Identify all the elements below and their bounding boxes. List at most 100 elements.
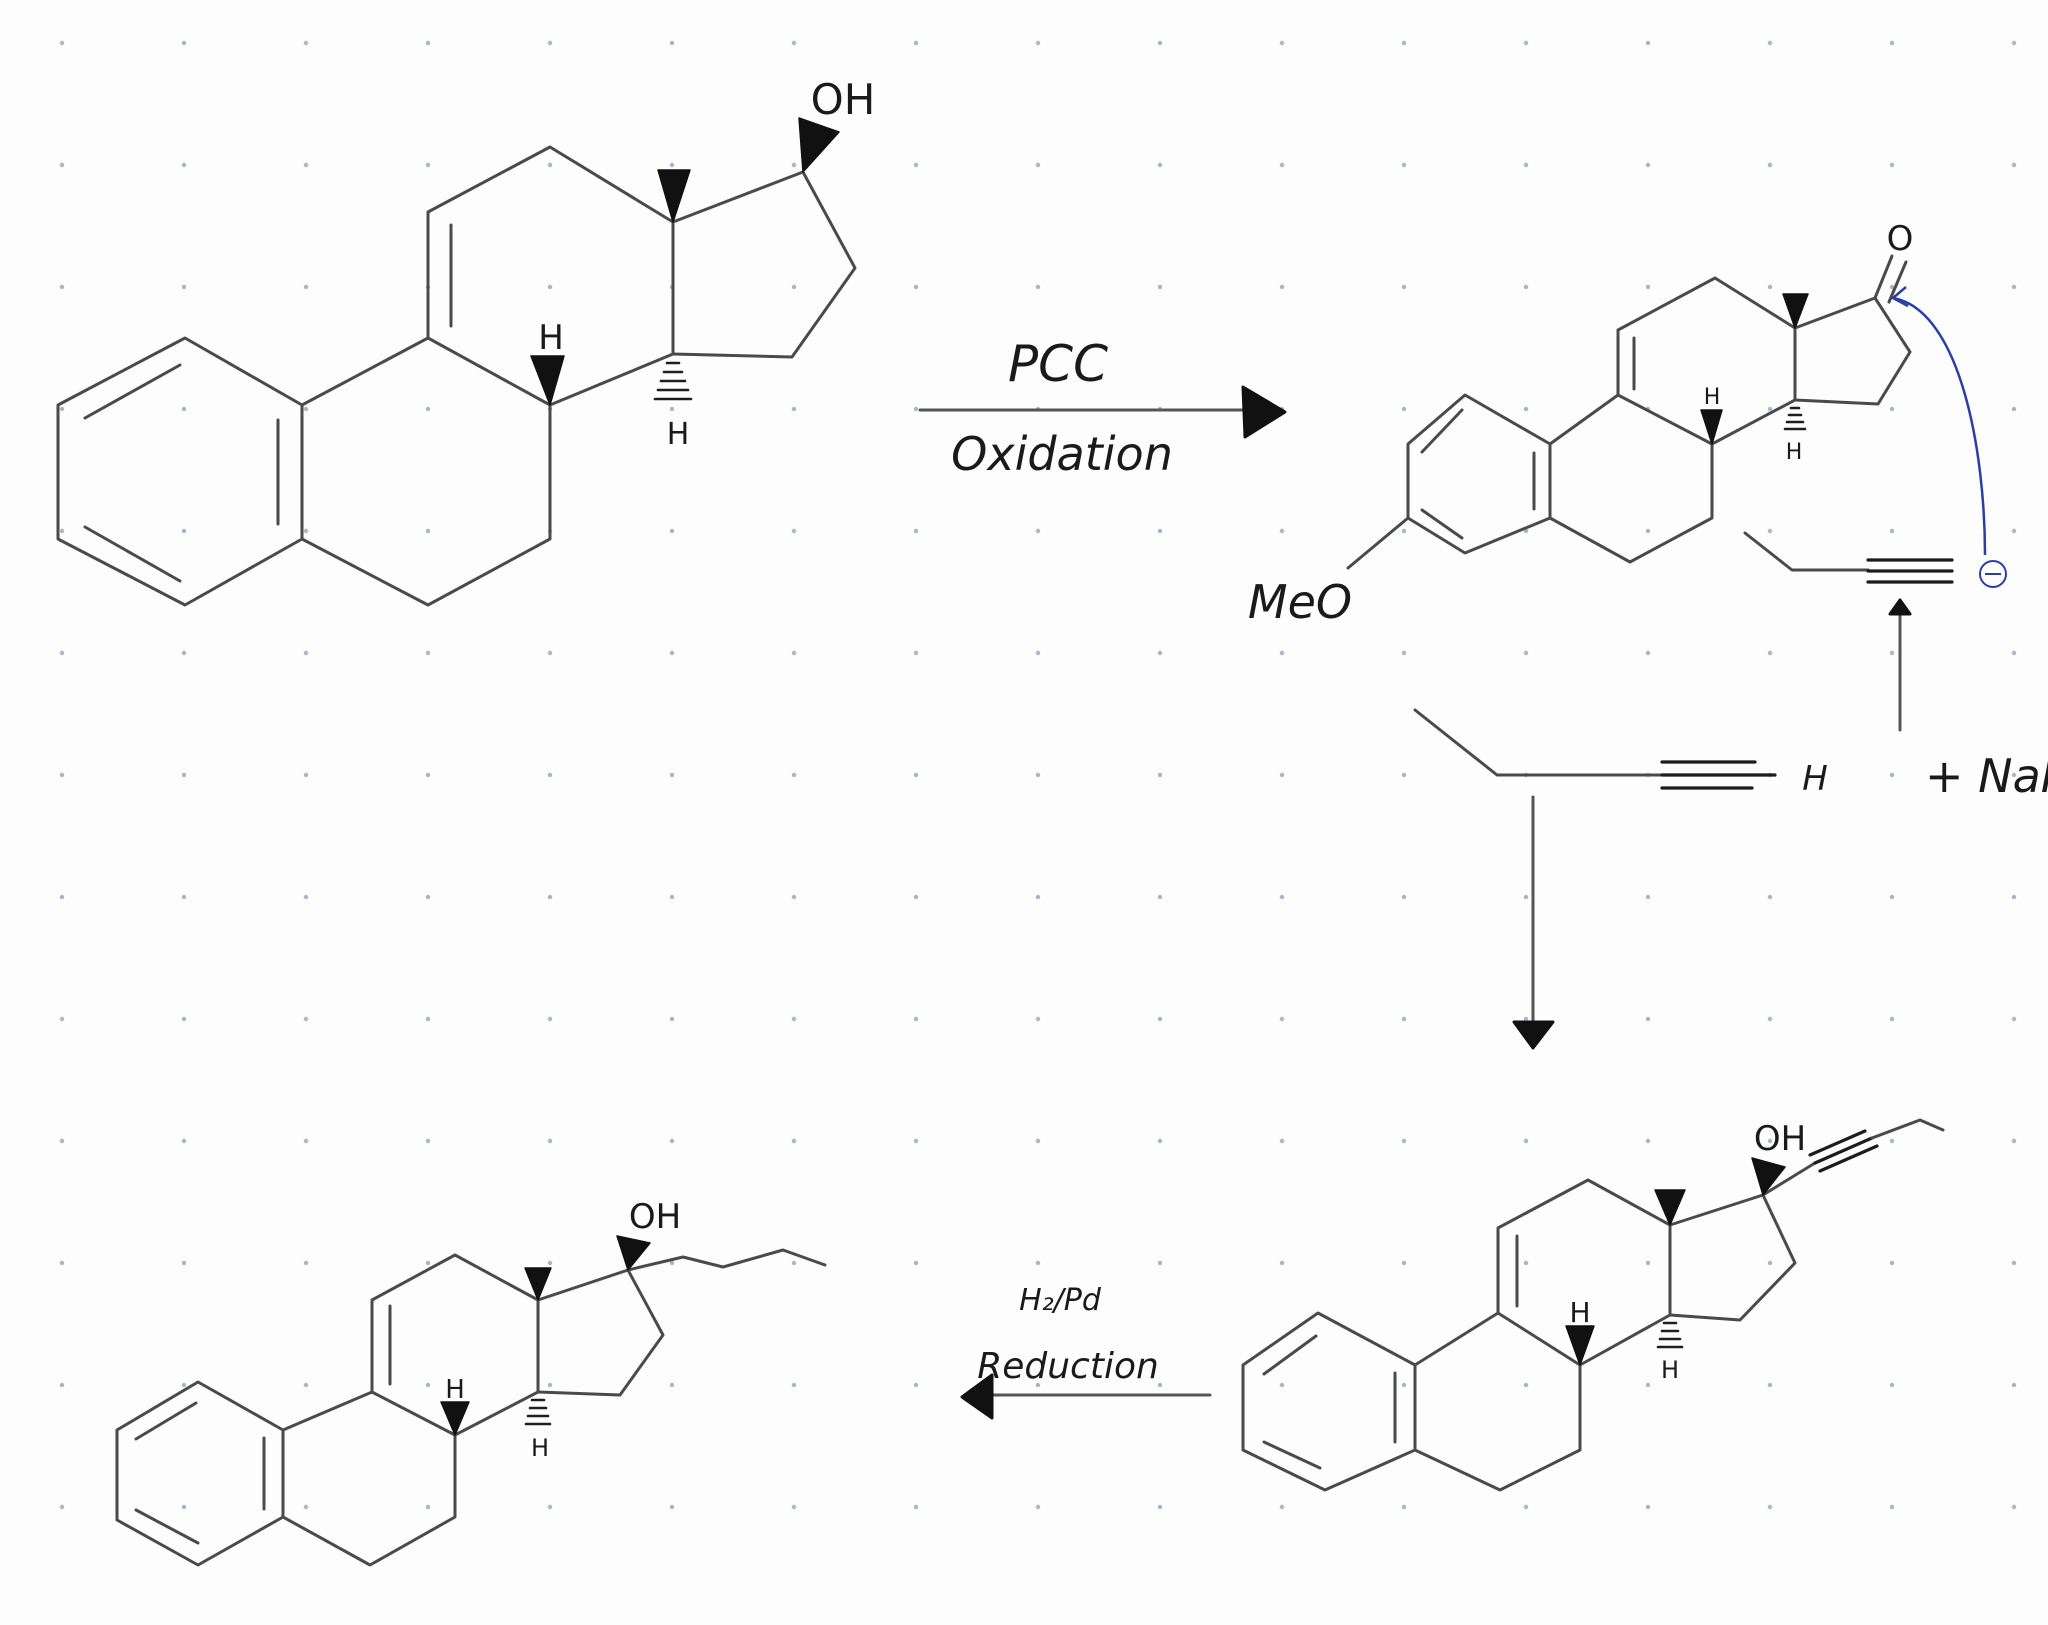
grid-dot <box>1889 1138 1895 1144</box>
grid-dot <box>425 894 431 900</box>
hash-h14 <box>653 361 693 401</box>
grid-dot <box>1401 528 1407 534</box>
grid-dot <box>791 1382 797 1388</box>
grid-dot <box>1523 1382 1529 1388</box>
grid-dot <box>1523 650 1529 656</box>
grid-dot <box>1523 284 1529 290</box>
grid-dot <box>181 528 187 534</box>
grid-dot <box>181 1504 187 1510</box>
h-label: H <box>1704 385 1721 410</box>
grid-dot <box>547 284 553 290</box>
grid-dot <box>1157 40 1163 46</box>
grid-dot <box>913 772 919 778</box>
grid-dot <box>303 406 309 412</box>
grid-dot <box>1401 162 1407 168</box>
grid-dot <box>1889 528 1895 534</box>
grid-dot <box>425 528 431 534</box>
grid-dot <box>913 40 919 46</box>
grid-dot <box>1035 772 1041 778</box>
grid-dot <box>59 1260 65 1266</box>
grid-dot <box>425 406 431 412</box>
grid-dot <box>59 1382 65 1388</box>
grid-dot <box>1767 1016 1773 1022</box>
grid-dot <box>181 1382 187 1388</box>
grid-dot <box>59 1138 65 1144</box>
grid-dot <box>1157 1016 1163 1022</box>
h-label: H <box>1802 759 1828 799</box>
grid-dot <box>1279 772 1285 778</box>
grid-dot <box>913 650 919 656</box>
grid-dot <box>425 772 431 778</box>
grid-dot <box>547 1382 553 1388</box>
grid-dot <box>2011 1138 2017 1144</box>
acetylide-anion <box>1743 531 1954 584</box>
h-label: H <box>445 1375 465 1405</box>
grid-dot <box>669 894 675 900</box>
grid-dot <box>59 406 65 412</box>
grid-dot <box>669 162 675 168</box>
grid-dot <box>303 284 309 290</box>
grid-dot <box>303 650 309 656</box>
grid-dot <box>59 40 65 46</box>
grid-dot <box>1767 650 1773 656</box>
grid-dot <box>791 284 797 290</box>
grid-dot <box>669 1138 675 1144</box>
grid-dot <box>181 650 187 656</box>
grid-dot <box>1279 1504 1285 1510</box>
grid-dot <box>425 1016 431 1022</box>
grid-dot <box>669 1260 675 1266</box>
grid-dot <box>913 894 919 900</box>
grid-dot <box>1889 1382 1895 1388</box>
grid-dot <box>1889 1016 1895 1022</box>
grid-dot <box>1645 284 1651 290</box>
grid-dot <box>425 162 431 168</box>
grid-dot <box>181 772 187 778</box>
grid-dot <box>1523 1016 1529 1022</box>
grid-dot <box>913 1260 919 1266</box>
o-label: O <box>1887 219 1914 259</box>
grid-dot <box>1279 40 1285 46</box>
grid-dot <box>1523 406 1529 412</box>
wedge-methyl <box>657 169 691 223</box>
grid-dot <box>1767 1138 1773 1144</box>
grid-dot <box>1889 894 1895 900</box>
grid-dot <box>1401 894 1407 900</box>
grid-dot <box>1645 528 1651 534</box>
grid-dot <box>547 40 553 46</box>
grid-dot <box>1035 1504 1041 1510</box>
grid-dot <box>1767 40 1773 46</box>
molecule-alkynyl-alcohol: H H OH <box>1241 1118 1945 1492</box>
grid-dot <box>1157 528 1163 534</box>
grid-dot <box>1157 162 1163 168</box>
grid-dot <box>59 162 65 168</box>
grid-dot <box>1523 1138 1529 1144</box>
arrow-oxidation <box>918 385 1287 439</box>
wedge-oh <box>616 1235 651 1271</box>
grid-dot <box>547 772 553 778</box>
grid-dot <box>425 1382 431 1388</box>
grid-dot <box>1279 528 1285 534</box>
grid-dot <box>1035 528 1041 534</box>
grid-dot <box>1889 40 1895 46</box>
grid-dot <box>1279 1016 1285 1022</box>
reagent-sodium-amide: + NaNH₂ <box>1925 749 2048 803</box>
grid-dot <box>1279 1138 1285 1144</box>
grid-dot <box>913 528 919 534</box>
grid-dot <box>59 650 65 656</box>
grid-dot <box>1523 1504 1529 1510</box>
grid-dot <box>59 772 65 778</box>
curved-arrow-nucleophilic-attack <box>1892 296 1987 556</box>
grid-dot <box>425 650 431 656</box>
grid-dot <box>1523 1260 1529 1266</box>
grid-dot <box>547 1260 553 1266</box>
grid-dot <box>669 1382 675 1388</box>
grid-dot <box>59 528 65 534</box>
grid-dot <box>1889 162 1895 168</box>
grid-dot <box>1645 162 1651 168</box>
grid-dot <box>1401 406 1407 412</box>
grid-dot <box>669 1504 675 1510</box>
grid-dot <box>181 894 187 900</box>
grid-dot <box>791 162 797 168</box>
grid-dot <box>2011 284 2017 290</box>
